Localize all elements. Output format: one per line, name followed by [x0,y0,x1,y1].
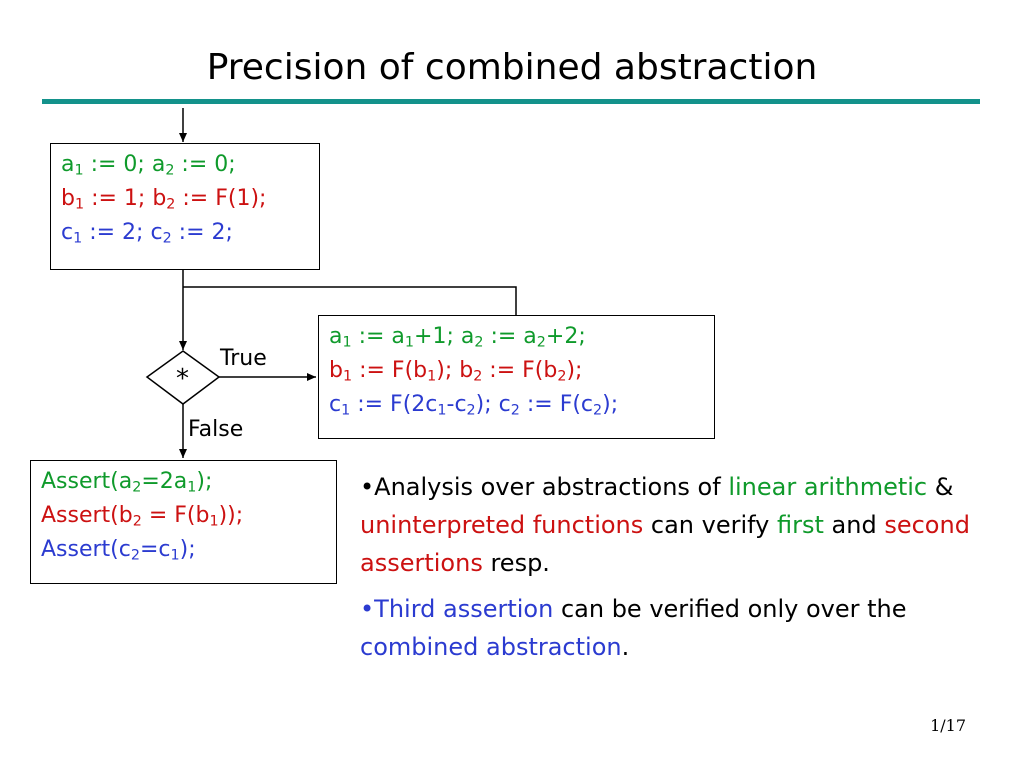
bullet-text: and [823,511,885,539]
bullet-text: . [621,633,630,661]
init-line-a: a1 := 0; a2 := 0; [61,152,236,179]
loop-back-line [183,286,517,315]
term-uninterpreted-functions: uninterpreted functions [360,511,644,539]
assert-line-c: Assert(c2=c1); [41,537,196,564]
term-second-assertions: second assertions [360,511,970,577]
loop-line-a: a1 := a1+1; a2 := a2+2; [329,324,586,351]
decision-symbol: * [176,364,189,394]
init-line-c: c1 := 2; c2 := 2; [61,220,233,247]
term-first: first [777,511,824,539]
bullet-item-2: •Third assertion can be verified only ov… [360,590,1000,666]
bullet-text: resp. [482,549,550,577]
term-linear-arithmetic: linear arithmetic [728,473,928,501]
false-label: False [188,417,244,442]
assert-box: Assert(a2=2a1); Assert(b2 = F(b1)); Asse… [30,460,337,584]
decision-diamond [145,350,221,405]
assert-line-b: Assert(b2 = F(b1)); [41,503,244,530]
term-combined-abstraction: combined abstraction [360,633,622,661]
bullet-list: •Analysis over abstractions of linear ar… [360,468,1000,674]
bullet-text: can verify [643,511,777,539]
bullet-marker: • [360,595,375,623]
bullet-text: can be verified only over the [553,595,907,623]
loop-body-box: a1 := a1+1; a2 := a2+2; b1 := F(b1); b2 … [318,315,715,439]
title-underline [42,99,980,104]
bullet-text: •Analysis over abstractions of [360,473,729,501]
page-number: 1/17 [930,716,966,735]
true-label: True [220,346,267,371]
init-box: a1 := 0; a2 := 0; b1 := 1; b2 := F(1); c… [50,143,320,270]
init-line-b: b1 := 1; b2 := F(1); [61,186,267,213]
bullet-text: & [927,473,954,501]
loop-line-b: b1 := F(b1); b2 := F(b2); [329,358,583,385]
loop-line-c: c1 := F(2c1-c2); c2 := F(c2); [329,392,619,419]
term-third-assertion: Third assertion [374,595,554,623]
assert-line-a: Assert(a2=2a1); [41,469,213,496]
slide-title: Precision of combined abstraction [206,47,818,88]
bullet-item-1: •Analysis over abstractions of linear ar… [360,468,1000,582]
